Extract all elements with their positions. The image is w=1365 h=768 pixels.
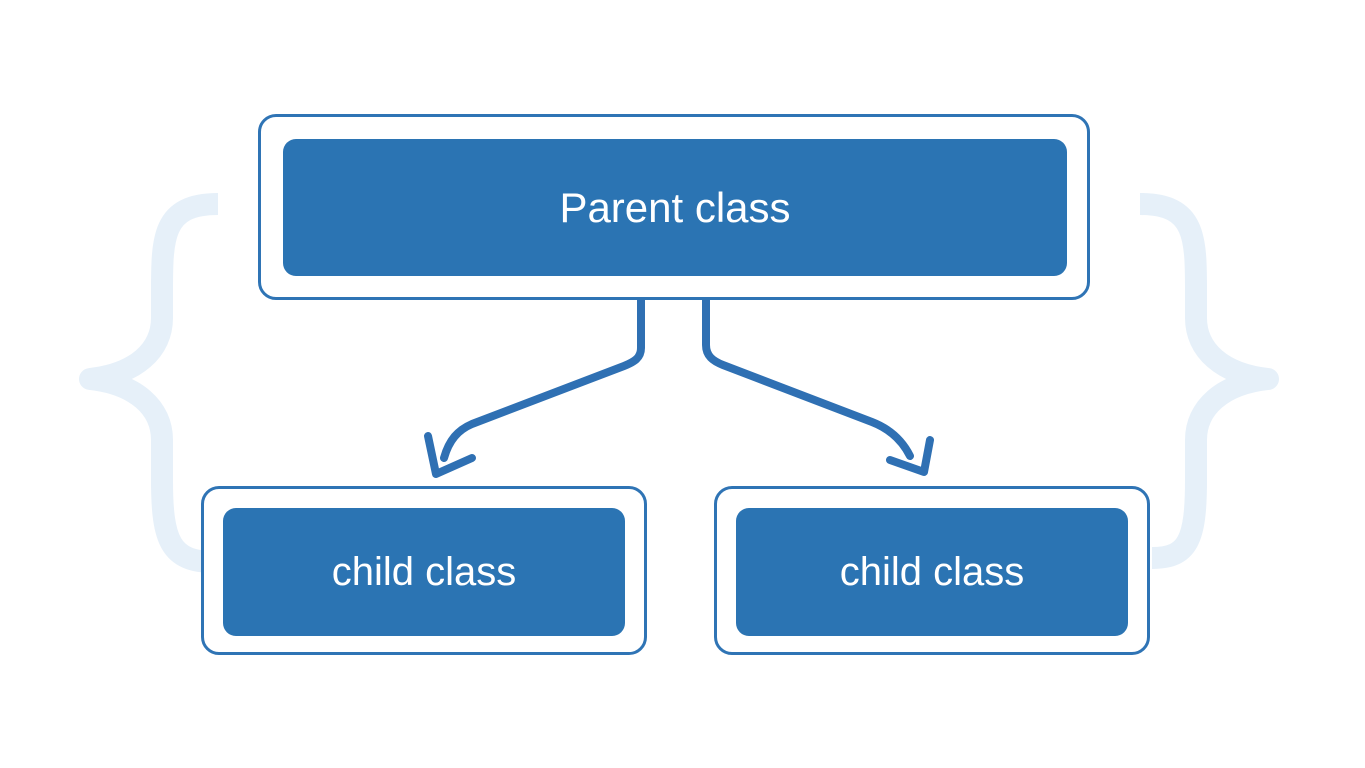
curly-brace-left-icon bbox=[79, 193, 219, 573]
child-node-right: child class bbox=[736, 508, 1128, 636]
parent-node: Parent class bbox=[283, 139, 1067, 276]
edge-parent-to-right-child bbox=[702, 296, 914, 460]
edge-parent-to-left-child bbox=[440, 296, 645, 462]
curly-brace-right-icon bbox=[1139, 193, 1279, 569]
arrowhead-left-icon bbox=[424, 432, 476, 478]
child-node-left: child class bbox=[223, 508, 625, 636]
child-node-left-label: child class bbox=[331, 549, 517, 594]
parent-node-label: Parent class bbox=[559, 183, 791, 231]
child-node-right-label: child class bbox=[839, 549, 1025, 594]
arrowhead-right-icon bbox=[886, 436, 934, 476]
